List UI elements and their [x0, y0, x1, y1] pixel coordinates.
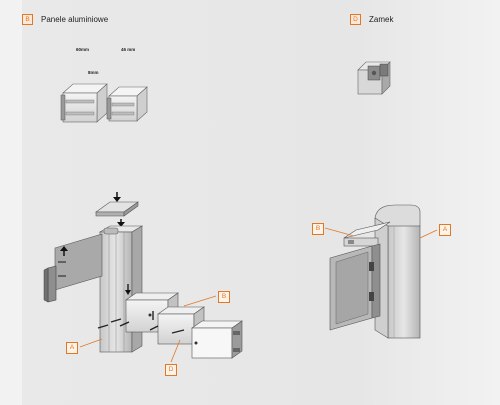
panels-section-title: Panele aluminiowe — [41, 15, 109, 24]
screw-icon — [58, 261, 66, 277]
lock-part — [357, 61, 391, 95]
post-cap — [95, 201, 139, 217]
dimension-60mm: 60mm — [76, 47, 90, 52]
panel-end-block — [191, 320, 243, 359]
lock-section-header: D Zamek — [350, 14, 393, 25]
down-arrow-icon — [117, 219, 125, 227]
leader-line — [170, 339, 181, 363]
up-arrow-icon — [60, 246, 68, 256]
down-arrow-icon — [113, 192, 121, 202]
leader-line — [419, 229, 438, 239]
panel-profile-46mm — [106, 86, 148, 122]
gate-leaf-panel — [329, 243, 381, 331]
dimension-46mm: 46 mm — [121, 47, 136, 52]
lock-section-letter: D — [350, 14, 361, 25]
panels-section-header: B Panele aluminiowe — [22, 14, 108, 25]
callout-d-lock: D — [165, 364, 177, 376]
leader-line — [183, 295, 217, 307]
leader-line — [79, 338, 103, 348]
fence-post — [98, 225, 144, 353]
leader-line — [324, 227, 355, 237]
panel-profile-60mm — [60, 83, 108, 123]
callout-a-gate-post: A — [439, 224, 451, 236]
lock-rail — [343, 221, 391, 247]
gate-post — [374, 204, 421, 339]
screw-icon — [97, 311, 185, 334]
callout-b-rail: B — [312, 223, 324, 235]
panels-section-letter: B — [22, 14, 33, 25]
callout-b-panel: B — [218, 291, 230, 303]
arrow-icon — [125, 284, 131, 295]
dimension-8mm: 8mm — [88, 70, 99, 75]
callout-a-post: A — [66, 342, 78, 354]
lock-section-title: Zamek — [369, 15, 394, 24]
side-panel-left — [43, 233, 103, 303]
